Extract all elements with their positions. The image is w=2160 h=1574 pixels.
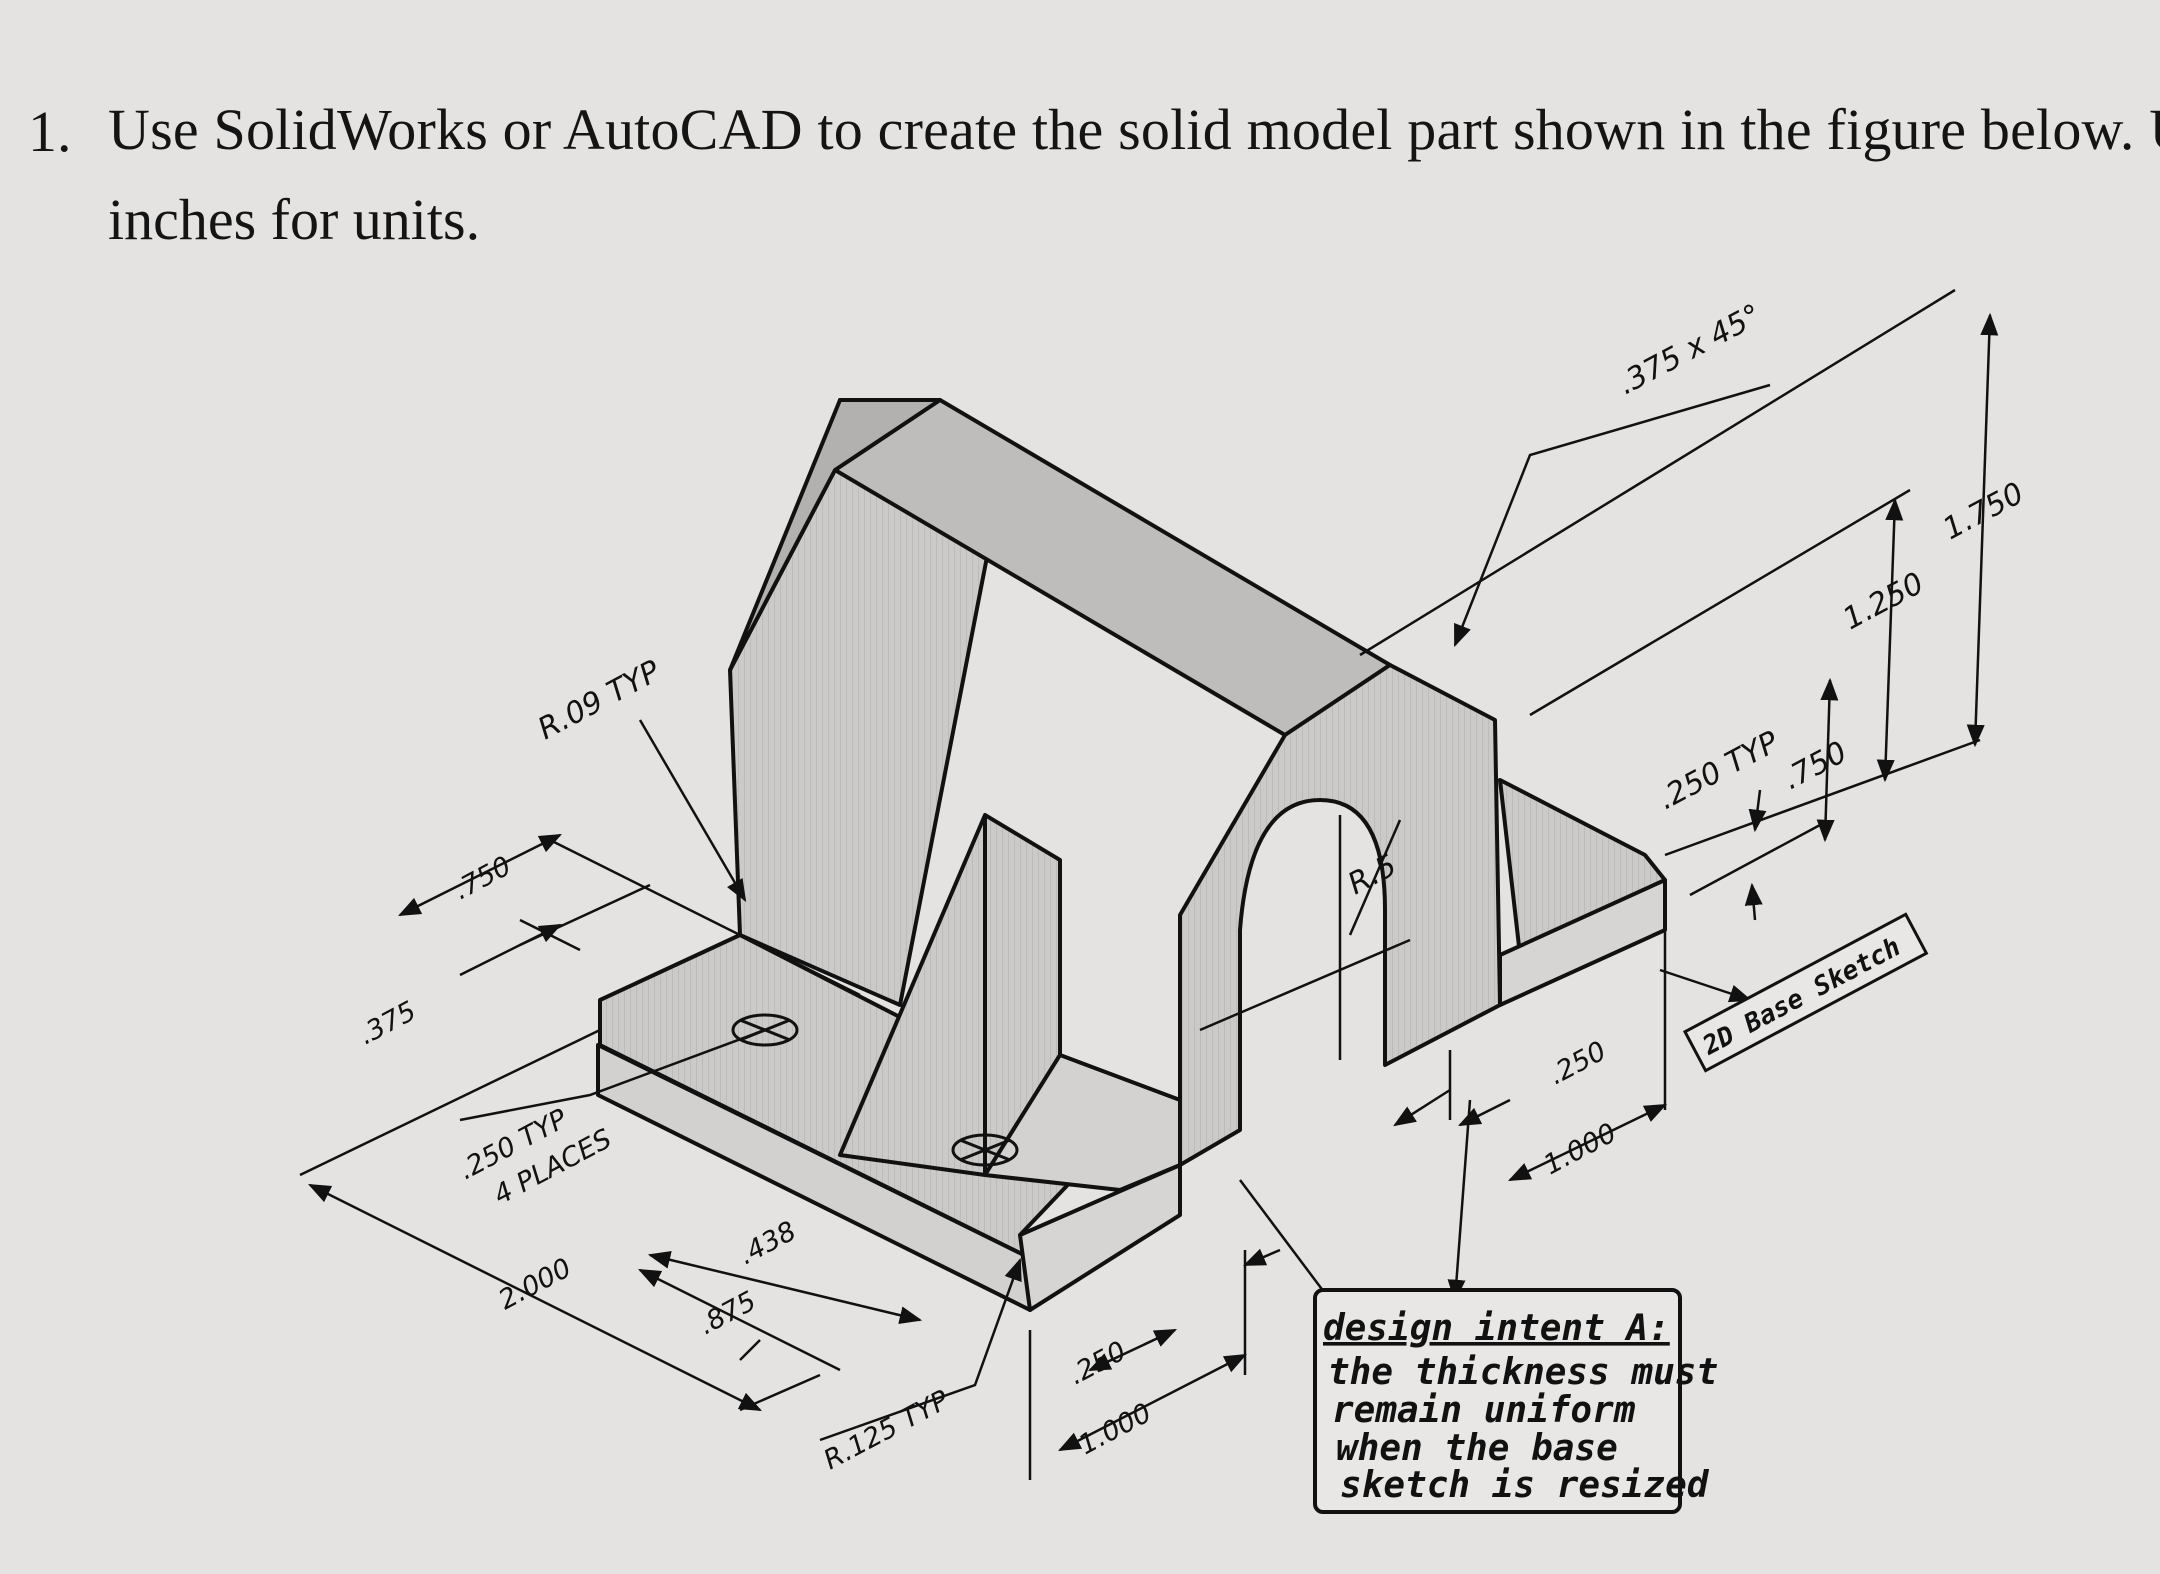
dimension-lines bbox=[299, 288, 1999, 1480]
upper-height-label: 1.250 bbox=[1837, 566, 1929, 637]
question-number: 1. bbox=[28, 99, 72, 164]
hole-offset-a-label: .438 bbox=[734, 1216, 802, 1272]
front-offset-label: .375 bbox=[354, 996, 422, 1052]
base-sketch-label: 2D Base Sketch bbox=[1697, 932, 1905, 1062]
hole-offset-b-label: .875 bbox=[694, 1286, 762, 1342]
chamfer-label: .375 x 45° bbox=[1612, 298, 1767, 403]
right-1000-label: 1.000 bbox=[1539, 1118, 1622, 1182]
right-250-label: .250 bbox=[1544, 1036, 1612, 1092]
corner-radius-label: R.125 TYP bbox=[819, 1384, 955, 1476]
question-text-line-1: Use SolidWorks or AutoCAD to create the … bbox=[108, 97, 2160, 162]
question-text-line-2: inches for units. bbox=[108, 187, 481, 252]
front-width-label: .750 bbox=[449, 851, 517, 907]
design-intent-line-4: sketch is resized bbox=[1340, 1465, 1710, 1506]
design-intent-title: design intent A: bbox=[1323, 1308, 1670, 1349]
base-width-label: 2.000 bbox=[494, 1253, 577, 1317]
part-body bbox=[596, 398, 1667, 1312]
design-intent-line-2: remain uniform bbox=[1332, 1390, 1636, 1431]
typ-thickness-label: .250 TYP bbox=[1652, 724, 1785, 817]
base-sketch-tag: 2D Base Sketch bbox=[1682, 912, 1929, 1073]
bottom-250-label: .250 bbox=[1064, 1336, 1132, 1392]
design-intent-box: design intent A: the thickness must rema… bbox=[1313, 1288, 1718, 1514]
design-intent-line-3: when the base bbox=[1336, 1428, 1618, 1469]
design-intent-line-1: the thickness must bbox=[1328, 1352, 1718, 1393]
bottom-1000-label: 1.000 bbox=[1074, 1398, 1157, 1462]
slot-height-label: .750 bbox=[1777, 735, 1852, 797]
